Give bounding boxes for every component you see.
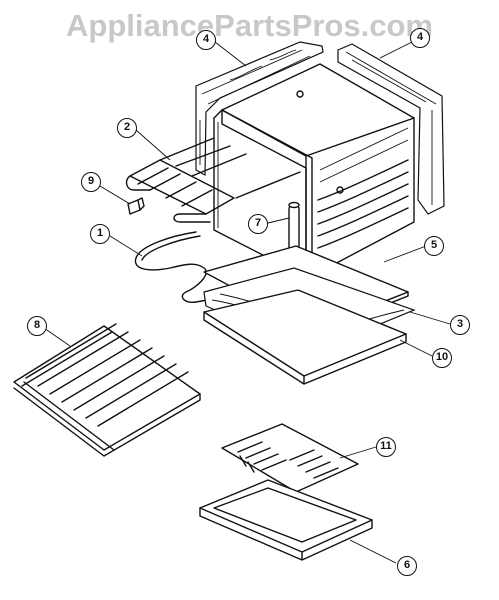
bake-element bbox=[134, 231, 301, 304]
broil-pan-insert bbox=[221, 423, 359, 493]
callout-7: 7 bbox=[248, 214, 268, 234]
callout-5: 5 bbox=[424, 236, 444, 256]
oven-cavity bbox=[213, 63, 415, 285]
watermark-logo: AppliancePartsPros.com bbox=[66, 8, 433, 43]
callout-8: 8 bbox=[27, 316, 47, 336]
callout-10: 10 bbox=[432, 348, 452, 368]
callout-4-top: 4 bbox=[196, 30, 216, 50]
bottom-pan bbox=[203, 289, 407, 385]
callout-11: 11 bbox=[376, 437, 396, 457]
insulation-wrap-top bbox=[195, 41, 324, 177]
callout-1: 1 bbox=[90, 224, 110, 244]
element-clip bbox=[127, 197, 145, 215]
oven-rack bbox=[13, 323, 201, 457]
broil-element bbox=[125, 137, 301, 223]
leader-lines bbox=[43, 41, 451, 564]
callout-2: 2 bbox=[117, 118, 137, 138]
callout-9: 9 bbox=[81, 172, 101, 192]
broil-pan bbox=[199, 479, 373, 561]
callout-6: 6 bbox=[397, 556, 417, 576]
insulation-wrap-right bbox=[337, 43, 445, 215]
callout-4-right: 4 bbox=[410, 28, 430, 48]
callout-3: 3 bbox=[450, 315, 470, 335]
